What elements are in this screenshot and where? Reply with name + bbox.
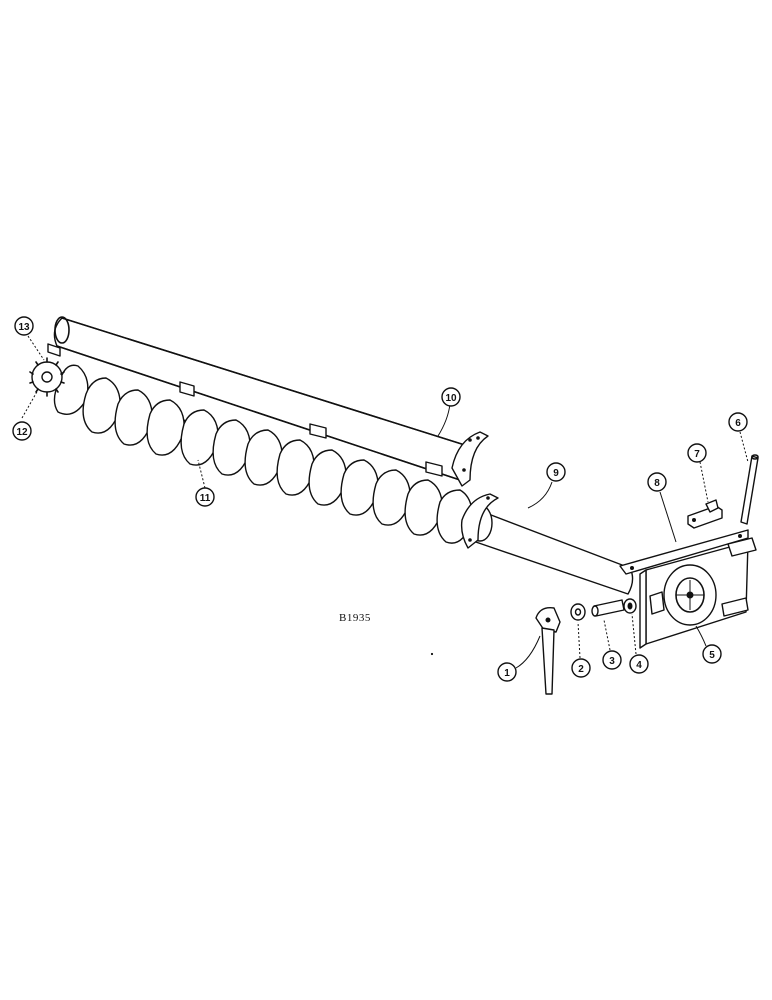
- auger-tube: [460, 493, 634, 595]
- stub-shaft: [591, 599, 625, 617]
- bracket: [687, 499, 723, 529]
- mounting-strap: [619, 529, 749, 575]
- washer: [570, 603, 586, 621]
- callout-2: 2: [571, 658, 591, 678]
- callout-1: 1: [497, 662, 517, 682]
- callout-11: 11: [195, 487, 215, 507]
- trough-cover: [47, 316, 489, 487]
- callout-7: 7: [687, 443, 707, 463]
- callout-12: 12: [12, 421, 32, 441]
- end-plate: [639, 537, 757, 649]
- leader-lines: [21, 335, 749, 669]
- callout-2-label: 2: [578, 664, 584, 675]
- callout-8: 8: [647, 472, 667, 492]
- figure-reference-code: B1935: [339, 612, 371, 624]
- callout-12-label: 12: [16, 427, 28, 438]
- callout-3-label: 3: [609, 656, 615, 667]
- callout-8-label: 8: [654, 478, 660, 489]
- callout-6: 6: [728, 412, 748, 432]
- callout-9: 9: [546, 462, 566, 482]
- callout-7-label: 7: [694, 449, 700, 460]
- callout-1-label: 1: [504, 668, 510, 679]
- auger-flighting: [47, 364, 491, 544]
- bushing: [623, 598, 637, 614]
- shaft-rod: [740, 454, 759, 525]
- crank-arm: [535, 607, 561, 695]
- callout-6-label: 6: [735, 418, 741, 429]
- callout-5: 5: [702, 644, 722, 664]
- callout-3: 3: [602, 650, 622, 670]
- drive-sprocket: [29, 357, 65, 397]
- callout-5-label: 5: [709, 650, 715, 661]
- callout-4: 4: [629, 654, 649, 674]
- callout-13: 13: [14, 316, 34, 336]
- callout-11-label: 11: [200, 493, 211, 504]
- callout-10: 10: [441, 387, 461, 407]
- callout-13-label: 13: [18, 322, 30, 333]
- callout-4-label: 4: [636, 660, 642, 671]
- callout-10-label: 10: [445, 393, 457, 404]
- callout-9-label: 9: [553, 468, 559, 479]
